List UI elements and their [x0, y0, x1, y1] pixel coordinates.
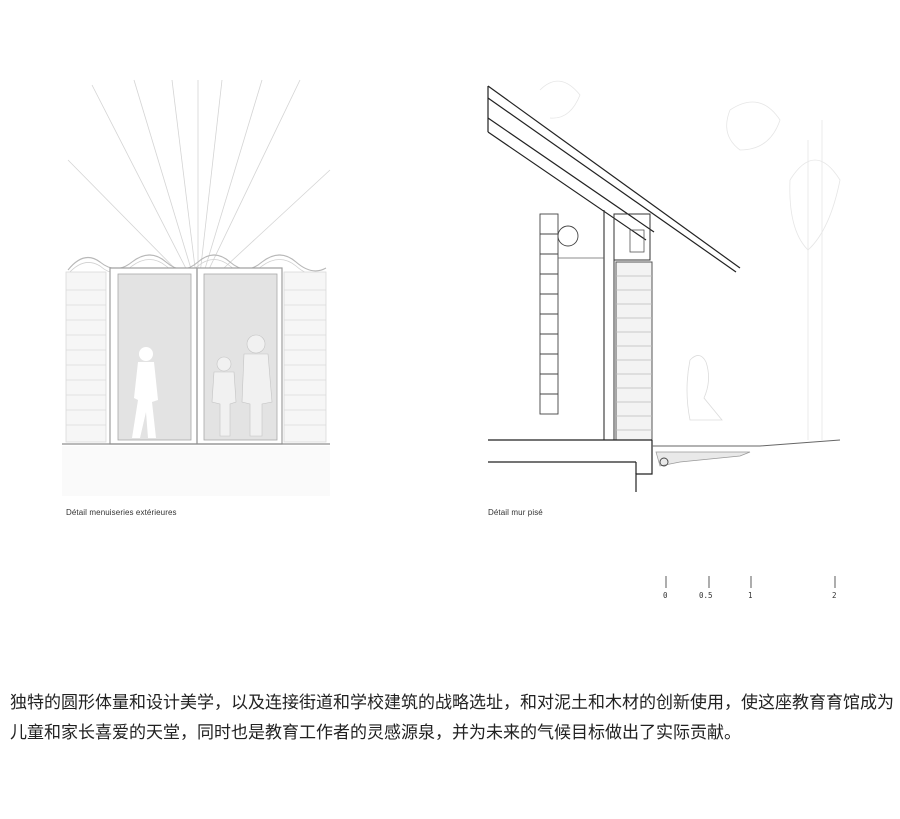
- child-silhouette: [132, 347, 158, 438]
- architectural-details-panel: [62, 79, 841, 588]
- background-vegetation: [539, 80, 841, 440]
- scale-tick-label: 2: [832, 591, 837, 600]
- ridge-beam: [613, 213, 651, 261]
- rammed-earth-section-drawing: [487, 80, 841, 492]
- scale-bar: [665, 576, 836, 588]
- scale-tick-label: 0.5: [699, 591, 713, 600]
- wavy-eave: [67, 254, 327, 272]
- joinery-detail-drawing: [62, 79, 331, 496]
- wood-cladding-left: [65, 271, 107, 443]
- article-paragraph: 独特的圆形体量和设计美学，以及连接街道和学校建筑的战略选址，和对泥土和木材的创新…: [10, 693, 894, 743]
- seated-figure: [686, 355, 723, 421]
- glass-panel-left: [117, 273, 192, 441]
- exterior-ground: [652, 439, 841, 447]
- roof-section: [487, 85, 741, 273]
- scale-tick-label: 0: [663, 591, 668, 600]
- foundation: [488, 439, 653, 492]
- figure-caption-right: Détail mur pisé: [488, 508, 543, 517]
- scale-tick-label: 1: [748, 591, 753, 600]
- pipe-circle: [557, 225, 579, 247]
- adult-silhouettes: [211, 334, 273, 437]
- roof-rafter-lines: [67, 79, 331, 293]
- interior-shelving: [539, 213, 559, 415]
- figure-caption-left: Détail menuiseries extérieures: [66, 508, 177, 517]
- wood-cladding-right: [283, 271, 327, 443]
- rammed-earth-wall: [615, 261, 653, 441]
